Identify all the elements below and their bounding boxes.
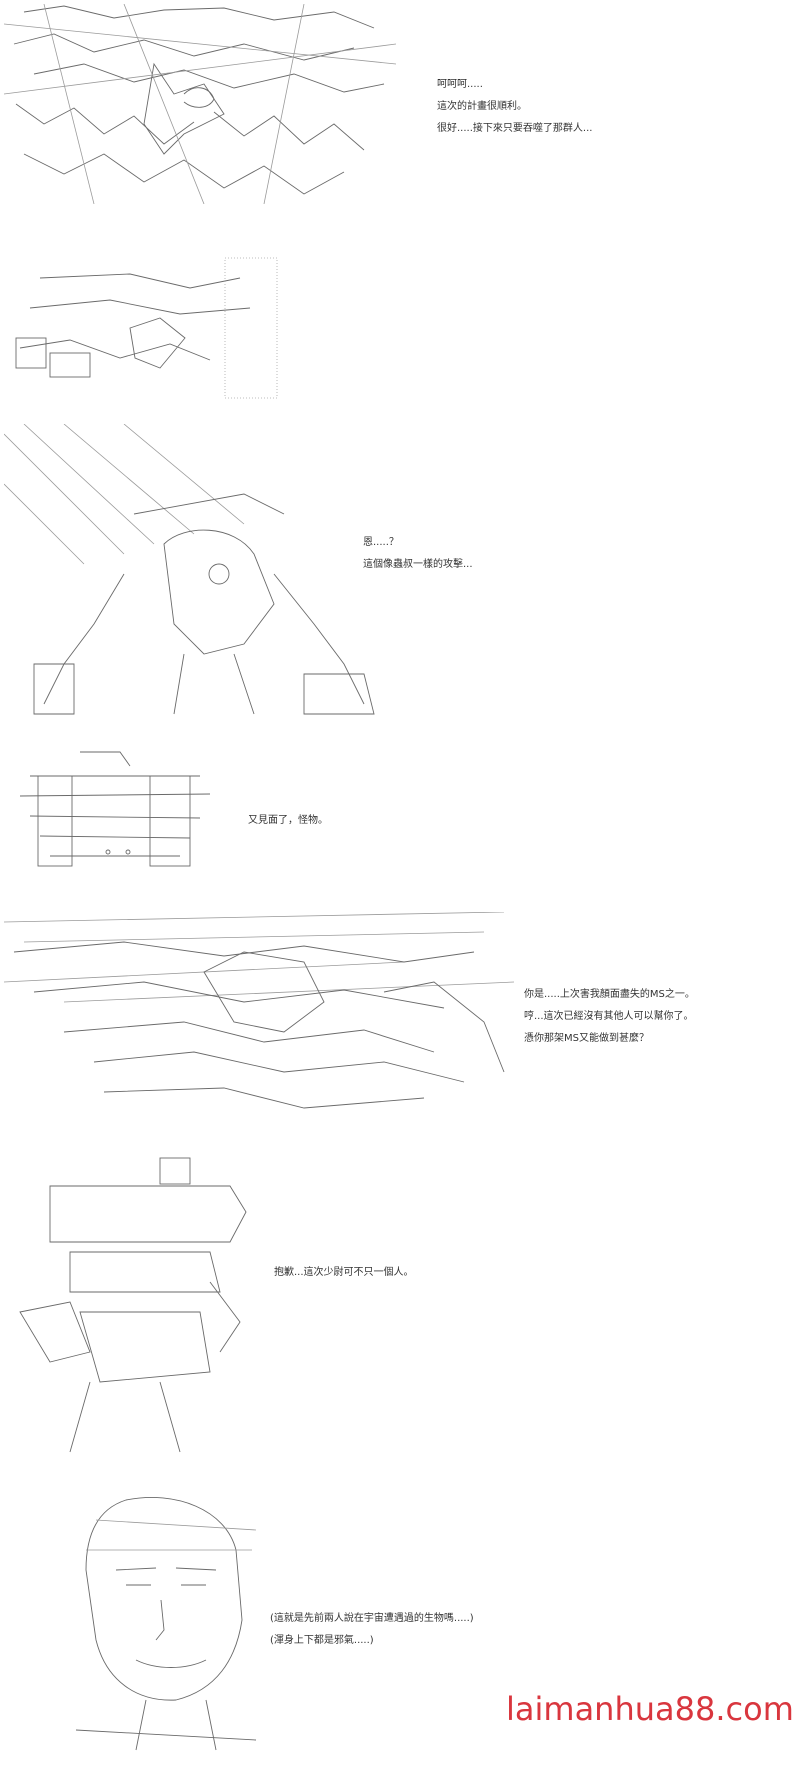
panel-7: (這就是先前兩人說在宇宙遭遇過的生物嗎.....) (渾身上下都是邪氣.....… — [0, 1486, 800, 1772]
panel-2 — [0, 240, 800, 410]
dialogue-line: 憑你那架MS又能做到甚麼？ — [524, 1033, 649, 1044]
ascii-art-mecha-flying — [4, 912, 520, 1124]
ascii-art-creature-1 — [4, 4, 396, 204]
panel-3: 恩.....？ 這個像蟲叔一樣的攻擊... — [0, 420, 800, 730]
dialogue-line: 很好.....接下來只要吞噬了那群人... — [437, 123, 593, 134]
dialogue-line: (這就是先前兩人說在宇宙遭遇過的生物嗎.....) — [270, 1613, 474, 1624]
dialogue-box: 你是.....上次害我顏面盡失的MS之一。 哼...這次已經沒有其他人可以幫你了… — [524, 984, 695, 1050]
ascii-art-face — [10, 746, 218, 886]
dialogue-line: 哼...這次已經沒有其他人可以幫你了。 — [524, 1011, 694, 1022]
ascii-art-creature-attack — [4, 424, 388, 724]
panel-6: 抱歉...這次少尉可不只一個人。 — [0, 1148, 800, 1468]
dialogue-box: 又見面了，怪物。 — [248, 810, 328, 832]
dialogue-box: 恩.....？ 這個像蟲叔一樣的攻擊... — [363, 532, 473, 576]
dialogue-line: 恩.....？ — [363, 537, 399, 548]
ascii-art-face-portrait — [56, 1490, 282, 1770]
dialogue-box: 呵呵呵..... 這次的計畫很順利。 很好.....接下來只要吞噬了那群人... — [437, 74, 592, 140]
watermark: laimanhua88.com — [506, 1690, 794, 1728]
panel-5: 你是.....上次害我顏面盡失的MS之一。 哼...這次已經沒有其他人可以幫你了… — [0, 908, 800, 1128]
dialogue-line: (渾身上下都是邪氣.....) — [270, 1635, 374, 1646]
dialogue-line: 呵呵呵..... — [437, 79, 483, 90]
dialogue-box: (這就是先前兩人說在宇宙遭遇過的生物嗎.....) (渾身上下都是邪氣.....… — [270, 1608, 474, 1652]
ascii-art-mecha-detail — [10, 248, 280, 408]
panel-1: 呵呵呵..... 這次的計畫很順利。 很好.....接下來只要吞噬了那群人... — [0, 0, 800, 210]
dialogue-line: 這次的計畫很順利。 — [437, 101, 527, 112]
dialogue-box: 抱歉...這次少尉可不只一個人。 — [274, 1262, 414, 1284]
dialogue-line: 這個像蟲叔一樣的攻擊... — [363, 559, 473, 570]
panel-4: 又見面了，怪物。 — [0, 742, 800, 892]
dialogue-line: 你是.....上次害我顏面盡失的MS之一。 — [524, 989, 695, 1000]
dialogue-line: 又見面了，怪物。 — [248, 815, 328, 826]
ascii-art-mecha-standing — [10, 1152, 266, 1464]
dialogue-line: 抱歉...這次少尉可不只一個人。 — [274, 1267, 414, 1278]
